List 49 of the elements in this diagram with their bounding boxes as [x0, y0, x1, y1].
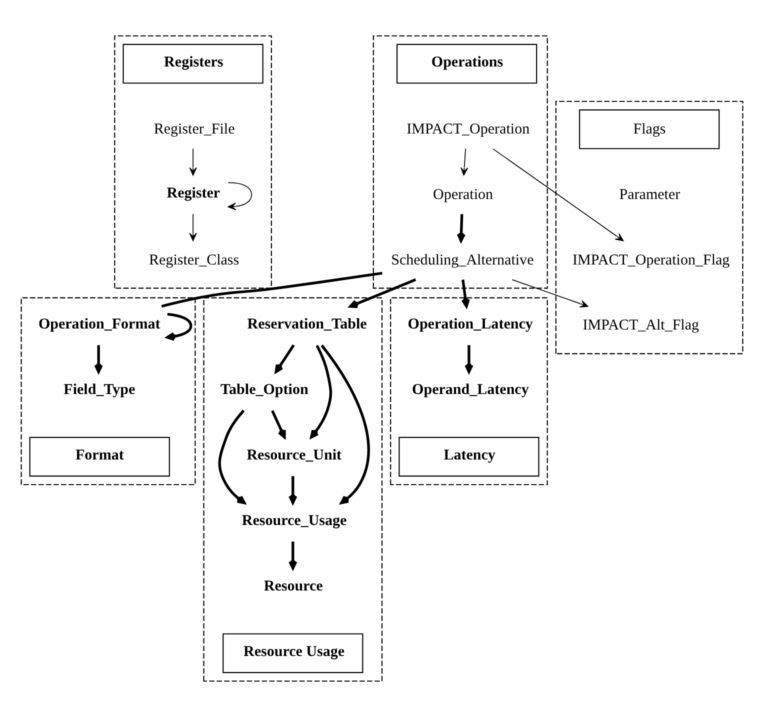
node-box: Resource Usage: [222, 633, 364, 674]
node-text: Field_Type: [64, 382, 136, 398]
cluster: [20, 297, 196, 486]
node-text: Reservation_Table: [247, 316, 367, 333]
node-text: Register: [166, 186, 220, 202]
cluster: [203, 297, 383, 682]
arrow: [456, 214, 466, 242]
node-box: Latency: [398, 436, 540, 477]
arrow: [274, 344, 295, 374]
cluster: [555, 100, 744, 354]
node-text: Operation: [432, 186, 494, 203]
arrow: [94, 345, 103, 374]
arrow: [461, 279, 470, 308]
arrow: [228, 182, 252, 210]
arrow: [288, 542, 298, 570]
arrow: [460, 148, 468, 176]
arrow: [189, 214, 197, 242]
node-text: Operation_Latency: [408, 316, 533, 333]
node-text: Resource_Usage: [242, 513, 347, 530]
node-text: Operand_Latency: [412, 382, 529, 398]
arrow: [320, 344, 370, 504]
arrow: [349, 278, 416, 308]
node-text: Table_Option: [220, 382, 308, 398]
arrow: [166, 312, 192, 341]
node-text: Scheduling_Alternative: [391, 252, 534, 268]
connector: [161, 272, 382, 308]
node-box: Flags: [579, 109, 720, 150]
cluster: [372, 35, 548, 289]
node-text: IMPACT_Operation_Flag: [572, 252, 730, 268]
node-text: Register_File: [154, 121, 235, 138]
node-box: Registers: [122, 44, 264, 84]
node-text: Resource: [264, 578, 323, 595]
arrow: [512, 279, 588, 308]
node-text: Resource_Unit: [246, 448, 342, 464]
arrow: [464, 345, 474, 374]
node-text: Register_Class: [149, 252, 240, 268]
node-box: Format: [29, 436, 170, 477]
node-box: Operations: [396, 44, 538, 84]
arrow: [271, 410, 286, 438]
node-text: IMPACT_Alt_Flag: [582, 318, 700, 334]
arrow: [218, 410, 246, 504]
node-text: IMPACT_Operation: [406, 121, 530, 138]
arrow: [310, 344, 332, 438]
node-text: Parameter: [619, 186, 680, 203]
arrow: [189, 148, 197, 176]
arrow: [288, 476, 298, 504]
arrow: [492, 148, 624, 242]
node-text: Operation_Format: [38, 316, 160, 333]
cluster: [114, 35, 272, 289]
